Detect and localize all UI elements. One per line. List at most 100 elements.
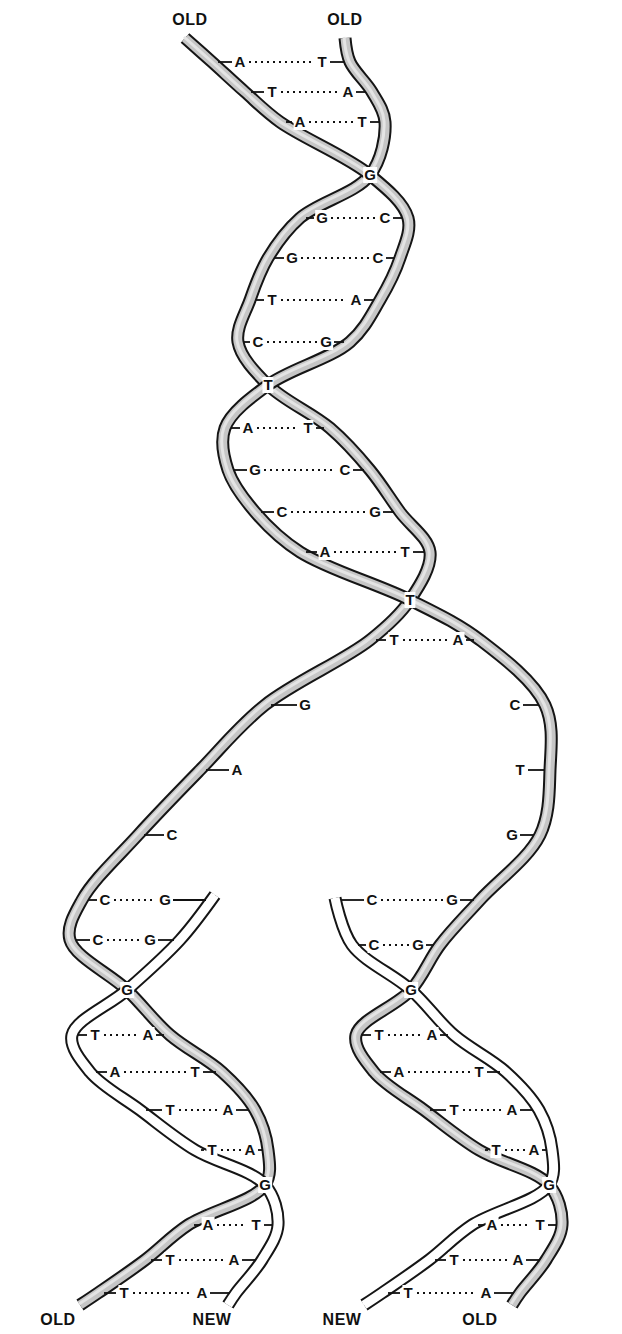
base-letter: T — [262, 377, 273, 393]
base-letter: G — [258, 1177, 272, 1193]
base-letter: T — [448, 1252, 459, 1268]
base-letter: G — [143, 932, 157, 948]
base-letter-text: C — [166, 827, 179, 843]
base-stem — [358, 944, 366, 946]
base-letter: G — [363, 167, 377, 183]
base-letter: T — [164, 1252, 175, 1268]
hydrogen-bond — [249, 61, 313, 63]
strand-label: NEW — [192, 1312, 233, 1329]
hydrogen-bond — [388, 1034, 423, 1036]
strand-label-text: OLD — [326, 12, 363, 29]
base-stem — [364, 299, 374, 301]
base-stem — [306, 551, 317, 553]
base-letter: A — [202, 1217, 215, 1233]
base-letter: A — [393, 1064, 406, 1080]
base-letter-text: A — [109, 1064, 122, 1080]
base-stem — [104, 1292, 116, 1294]
base-stem — [393, 217, 402, 219]
base-letter: A — [228, 1252, 241, 1268]
dna-strand — [71, 894, 278, 1305]
hydrogen-bond — [124, 1071, 186, 1073]
base-letter: T — [402, 1285, 413, 1301]
base-letter-text: G — [258, 1177, 272, 1193]
base-stem — [194, 1224, 200, 1226]
base-letter-text: C — [366, 892, 379, 908]
hydrogen-bond — [217, 1224, 247, 1226]
base-letter-text: T — [448, 1252, 459, 1268]
base-stem — [316, 427, 324, 429]
base-letter-text: C — [372, 250, 385, 266]
hydrogen-bond — [257, 427, 299, 429]
base-letter-text: A — [244, 1142, 257, 1158]
base-letter: G — [411, 937, 425, 953]
base-letter: A — [528, 1142, 541, 1158]
base-letter-text: A — [202, 1217, 215, 1233]
base-letter-text: T — [118, 1285, 129, 1301]
base-letter: C — [379, 210, 392, 226]
base-letter-text: T — [164, 1102, 175, 1118]
base-letter: A — [242, 420, 255, 436]
base-letter: T — [266, 292, 277, 308]
base-letter: G — [319, 334, 333, 350]
strand-label-text: OLD — [39, 1312, 76, 1329]
hydrogen-bond — [281, 91, 339, 93]
strand-label-text: OLD — [171, 12, 208, 29]
base-letter-text: T — [473, 1064, 484, 1080]
base-letter: A — [480, 1285, 493, 1301]
base-letter: A — [222, 1102, 235, 1118]
base-letter-text: G — [315, 210, 329, 226]
base-stem — [478, 1224, 484, 1226]
strand-ribbon — [185, 38, 562, 1305]
base-letter-text: G — [445, 892, 459, 908]
base-letter-text: T — [448, 1102, 459, 1118]
base-bonds — [76, 62, 556, 1293]
base-stem — [435, 1259, 446, 1261]
base-letter-text: G — [120, 982, 134, 998]
base-stem — [286, 121, 292, 123]
base-letter: G — [315, 210, 329, 226]
base-stem — [173, 899, 206, 901]
base-letter-text: T — [399, 544, 410, 560]
base-stem — [523, 704, 539, 706]
base-stem — [261, 511, 274, 513]
strand-label-text: NEW — [322, 1312, 363, 1329]
base-letter-text: T — [534, 1217, 545, 1233]
base-stem — [460, 899, 474, 901]
base-letter: T — [404, 592, 415, 608]
base-letter: T — [399, 544, 410, 560]
base-letter-text: A — [426, 1027, 439, 1043]
base-stem — [76, 939, 90, 941]
base-letter-text: A — [222, 1102, 235, 1118]
base-letter: A — [486, 1217, 499, 1233]
base-letter-text: A — [228, 1252, 241, 1268]
strand-outline — [335, 898, 554, 1305]
base-letter: T — [250, 1217, 261, 1233]
base-letter-text: T — [266, 84, 277, 100]
base-letter: T — [164, 1102, 175, 1118]
base-letter: A — [350, 292, 363, 308]
base-stem — [353, 469, 364, 471]
base-letter-text: T — [89, 1027, 100, 1043]
hydrogen-bond — [463, 1109, 503, 1111]
base-letter-text: T — [164, 1252, 175, 1268]
base-letter: A — [319, 544, 332, 560]
base-letter: A — [294, 114, 307, 130]
base-letter: C — [339, 462, 352, 478]
base-stem — [146, 1109, 162, 1111]
strand-ribbon — [69, 38, 430, 1305]
strand-label: OLD — [326, 12, 363, 29]
strand-outline — [185, 38, 562, 1305]
base-stem — [520, 834, 534, 836]
base-letter: C — [99, 892, 112, 908]
hydrogen-bond — [179, 1109, 219, 1111]
base-letter-text: A — [342, 84, 355, 100]
base-letter-text: T — [514, 762, 525, 778]
base-letter: G — [445, 892, 459, 908]
base-letter: G — [542, 1177, 556, 1193]
hydrogen-bond — [114, 899, 156, 901]
strand-highlight — [184, 37, 561, 1304]
strand-label-text: OLD — [461, 1312, 498, 1329]
base-letter: C — [92, 932, 105, 948]
base-stem — [151, 1259, 162, 1261]
